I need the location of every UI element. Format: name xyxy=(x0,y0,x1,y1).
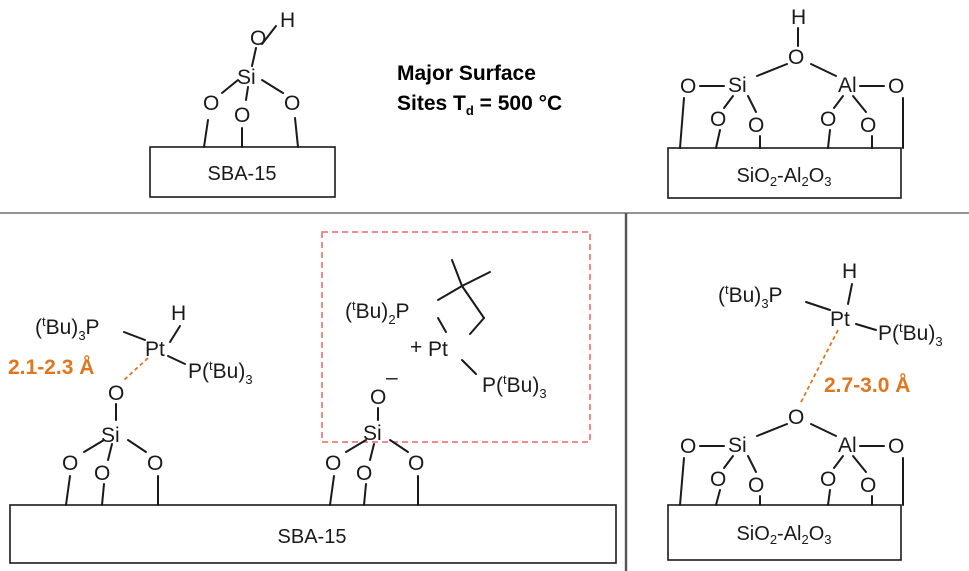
bridging-o-si-2: O xyxy=(748,114,764,137)
heading-line-1: Major Surface xyxy=(397,62,536,85)
silica-alumina-pt-hydride-site: SiO2-Al2O3 H (tBu)3P Pt P(tBu)3 2.7-3.0 … xyxy=(667,260,943,561)
sial-pt-o-si-1: O xyxy=(710,468,726,491)
silanol-o-right: O xyxy=(284,92,300,115)
pt-hydride-h-sial: H xyxy=(842,260,857,283)
bridging-o: O xyxy=(788,46,804,69)
pt-hydride-h-sba: H xyxy=(171,302,186,325)
silanol-o-left: O xyxy=(203,92,219,115)
ptbu3-left-sial: (tBu)3P xyxy=(718,282,783,311)
sial-pt-o-al-2: O xyxy=(860,474,876,497)
sba-pt-o-left: O xyxy=(62,452,78,475)
cationic-pt-plus: + xyxy=(410,336,422,359)
siloxide-o-left: O xyxy=(325,452,341,475)
silanol-o-mid: O xyxy=(234,104,250,127)
sba15-label-top: SBA-15 xyxy=(208,163,277,185)
sial-pt-si: Si xyxy=(728,434,747,457)
sba-pt-o-mid: O xyxy=(94,462,110,485)
distance-label-sial: 2.7-3.0 Å xyxy=(824,373,910,397)
sio2-al2o3-support-top xyxy=(667,147,902,199)
bridging-si: Si xyxy=(728,74,747,97)
silanol-h: H xyxy=(280,9,295,32)
siloxide-si: Si xyxy=(363,422,382,445)
sial-pt-o: O xyxy=(788,406,804,429)
sba15-support-bottom xyxy=(9,504,617,564)
heading-line-2: Sites Td = 500 °C xyxy=(397,92,562,118)
bridging-o-al-2: O xyxy=(860,114,876,137)
ptbu3-left-sba: (tBu)3P xyxy=(35,314,100,343)
silanol-si: Si xyxy=(237,66,256,89)
siloxide-o-mid: O xyxy=(356,462,372,485)
pbu2-ring: (tBu)2P xyxy=(345,298,410,327)
bridging-o-al-1: O xyxy=(820,108,836,131)
distance-label-sba: 2.1-2.3 Å xyxy=(8,355,94,379)
bridging-o-left: O xyxy=(680,75,696,98)
cationic-pt: Pt xyxy=(428,338,448,361)
siloxide-o-right: O xyxy=(408,452,424,475)
bridging-h: H xyxy=(791,6,806,29)
sial-pt-al: Al xyxy=(838,434,857,457)
sba-pt-si: Si xyxy=(101,424,120,447)
pt-center-sba: Pt xyxy=(145,338,165,361)
sba15-pt-hydride-site: SBA-15 H (tBu)3P Pt P(tBu)3 2.1-2.3 Å O … xyxy=(8,231,617,564)
silanol-o: O xyxy=(250,27,266,50)
ptbu3-right-sba: P(tBu)3 xyxy=(188,358,253,387)
sio2-al2o3-label-bottom: SiO2-Al2O3 xyxy=(736,523,831,547)
sba15-support-top xyxy=(149,146,336,198)
sba15-silanol-site: SBA-15 H O Si O O O xyxy=(149,9,336,198)
pt-center-sial: Pt xyxy=(830,308,850,331)
ptbu3-right-sial: P(tBu)3 xyxy=(878,320,943,349)
sial-pt-o-si-2: O xyxy=(748,474,764,497)
sio2-al2o3-label-top: SiO2-Al2O3 xyxy=(736,165,831,189)
sba-pt-o: O xyxy=(108,382,124,405)
silica-alumina-bridging-site: SiO2-Al2O3 H O Si Al O O O O O O xyxy=(667,6,904,199)
bridging-o-si-1: O xyxy=(710,108,726,131)
siloxide-o: O xyxy=(370,386,386,409)
pt-o-contact-sba xyxy=(123,357,149,381)
sial-pt-o-al-1: O xyxy=(820,468,836,491)
sial-pt-o-left: O xyxy=(680,435,696,458)
sio2-al2o3-support-bottom xyxy=(667,504,902,561)
sial-pt-o-right: O xyxy=(888,435,904,458)
cyclometalated-highlight-box xyxy=(321,231,591,443)
sba-pt-o-right: O xyxy=(147,452,163,475)
sba15-label-bottom: SBA-15 xyxy=(278,526,347,548)
ptbu3-cationic: P(tBu)3 xyxy=(482,372,547,401)
bridging-al: Al xyxy=(838,74,857,97)
siloxide-neg: – xyxy=(386,366,398,389)
bridging-o-right: O xyxy=(888,75,904,98)
